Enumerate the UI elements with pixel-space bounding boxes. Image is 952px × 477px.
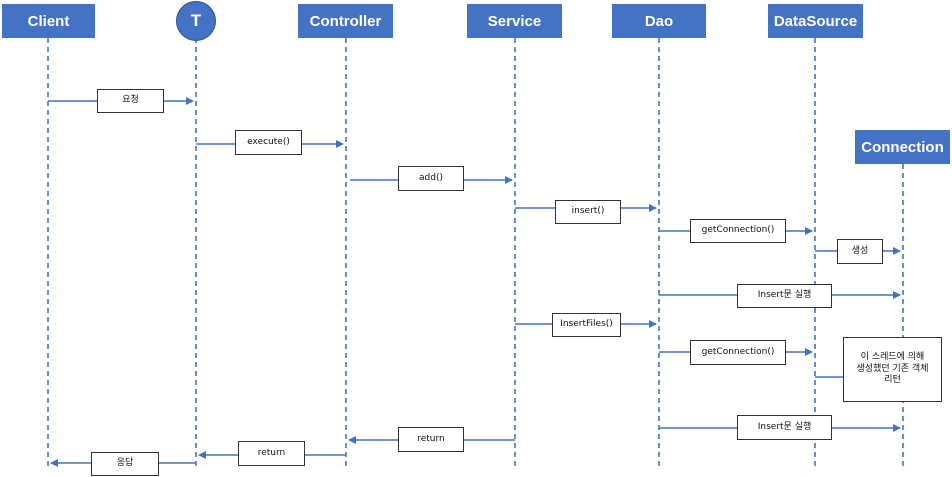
message-execute: execute() <box>235 130 302 155</box>
actor-t: T <box>176 1 216 41</box>
message-get-connection-2: getConnection() <box>690 340 786 365</box>
message-insert-exec-2: Insert문 실행 <box>737 415 832 440</box>
actor-datasource: DataSource <box>768 4 863 38</box>
message-response: 응답 <box>91 452 159 476</box>
message-create: 생성 <box>837 239 883 264</box>
message-insert-exec-1: Insert문 실행 <box>737 284 832 308</box>
message-get-connection-1: getConnection() <box>690 219 786 243</box>
actor-connection: Connection <box>855 130 950 164</box>
actor-service: Service <box>467 4 562 38</box>
message-return-service: return <box>398 427 464 452</box>
message-request: 요청 <box>97 89 164 113</box>
actor-client: Client <box>2 4 95 38</box>
actor-dao: Dao <box>612 4 706 38</box>
message-return-controller: return <box>238 441 305 466</box>
message-add: add() <box>398 166 464 191</box>
message-insert: insert() <box>555 200 621 224</box>
message-return-existing: 이 스레드에 의해 생성했던 기존 객체 리턴 <box>843 337 942 402</box>
actor-controller: Controller <box>298 4 393 38</box>
message-insert-files: InsertFiles() <box>552 313 621 337</box>
